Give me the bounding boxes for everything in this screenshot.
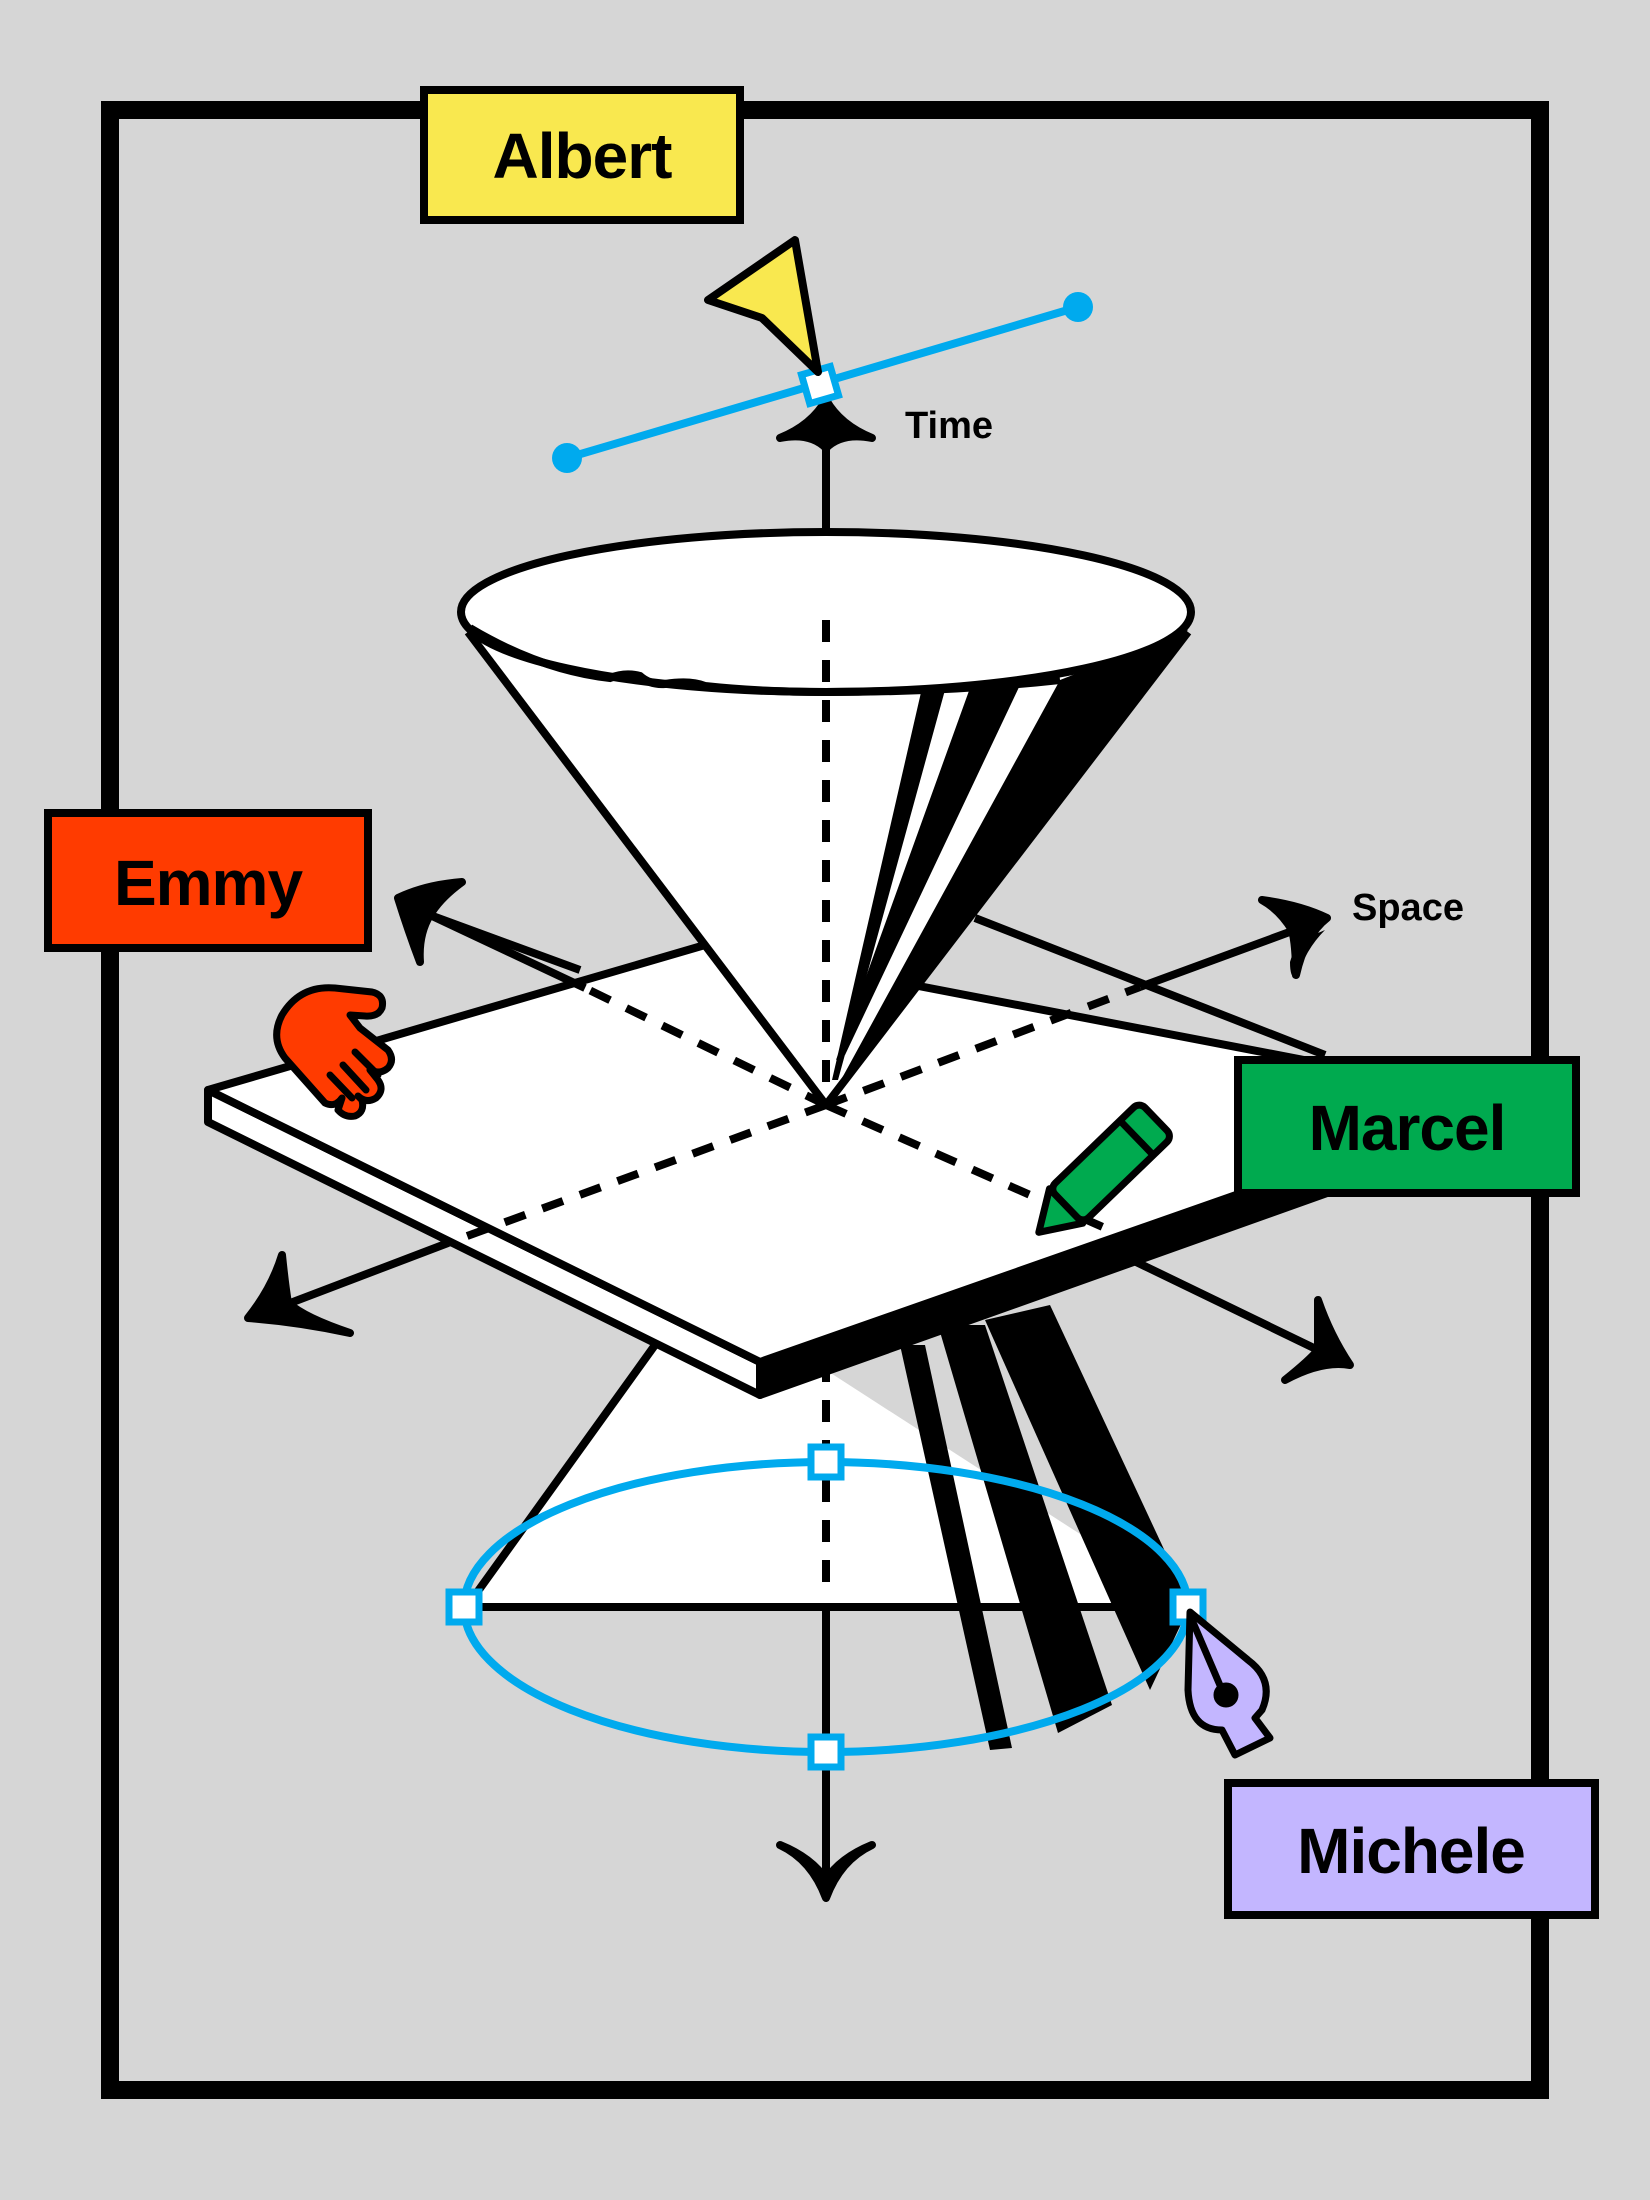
space-axis-right-up (973, 896, 1331, 1059)
space-axis-label: Space (1352, 887, 1464, 929)
line-endpoint-right[interactable] (1063, 292, 1093, 322)
tag-label-marcel: Marcel (1309, 1092, 1506, 1164)
tag-label-michele: Michele (1297, 1815, 1525, 1887)
arrow-cursor-icon (704, 236, 822, 376)
space-axis-left-down (244, 1239, 450, 1337)
tag-label-albert: Albert (493, 120, 673, 192)
tag-label-emmy: Emmy (114, 847, 304, 919)
collaborator-tag-marcel[interactable]: Marcel (1234, 1056, 1580, 1197)
line-endpoint-left[interactable] (552, 443, 582, 473)
pen-nib-icon (1184, 1608, 1274, 1759)
selected-line[interactable] (552, 292, 1093, 473)
space-axis-right-down (1126, 1254, 1354, 1384)
space-plane[interactable] (204, 941, 1334, 1399)
time-axis-upper (776, 396, 876, 532)
hand-icon (273, 984, 395, 1120)
collaborator-tag-emmy[interactable]: Emmy (44, 809, 372, 952)
collaborator-tag-albert[interactable]: Albert (420, 86, 744, 224)
selection-handle-left[interactable] (445, 1588, 483, 1626)
selection-handle-top[interactable] (807, 1443, 845, 1481)
collaborator-tag-michele[interactable]: Michele (1224, 1779, 1599, 1919)
space-axis-left-up (394, 878, 587, 992)
pencil-icon (1035, 1101, 1173, 1236)
selection-handle-bottom[interactable] (807, 1733, 845, 1771)
selected-ellipse[interactable] (445, 1443, 1207, 1771)
time-axis-label: Time (905, 405, 993, 447)
